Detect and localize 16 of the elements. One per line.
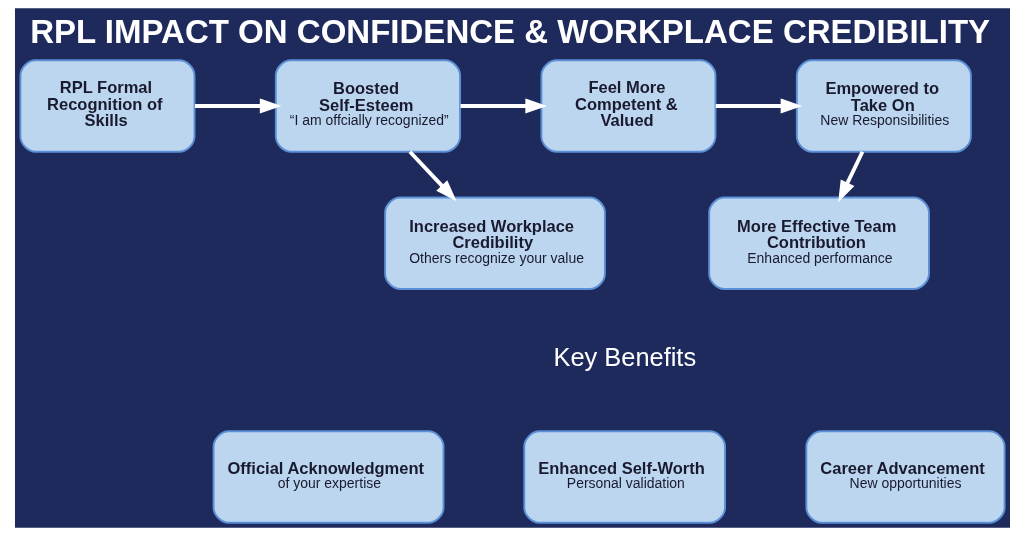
arrow (194, 98, 281, 114)
arrow (408, 150, 457, 202)
node-box: Increased Workplace Credibility Others recognize your value (383, 196, 606, 290)
node-box: Official Acknowledgment of your expertise (212, 430, 444, 524)
node-box: Empowered to Take On New Responsibilities (795, 59, 972, 153)
node-box: More Effective Team Contribution Enhanced performance (707, 196, 930, 290)
arrow (715, 98, 802, 114)
arrow (837, 150, 864, 203)
node-box: Feel More Competent & Valued (539, 59, 716, 153)
node-box: RPL Formal Recognition of Skills (18, 59, 195, 153)
node-box: Career Advancement New opportunities (804, 430, 1006, 524)
label: Key Benefits (552, 343, 696, 372)
arrow (460, 98, 547, 114)
node-box: Enhanced Self-Worth Personal validation (522, 430, 726, 524)
node-box: Boosted Self-Esteem “I am offcially recognized” (274, 59, 461, 153)
diagram-title: RPL IMPACT ON CONFIDENCE & WORKPLACE CREDIBILITY (29, 13, 990, 51)
